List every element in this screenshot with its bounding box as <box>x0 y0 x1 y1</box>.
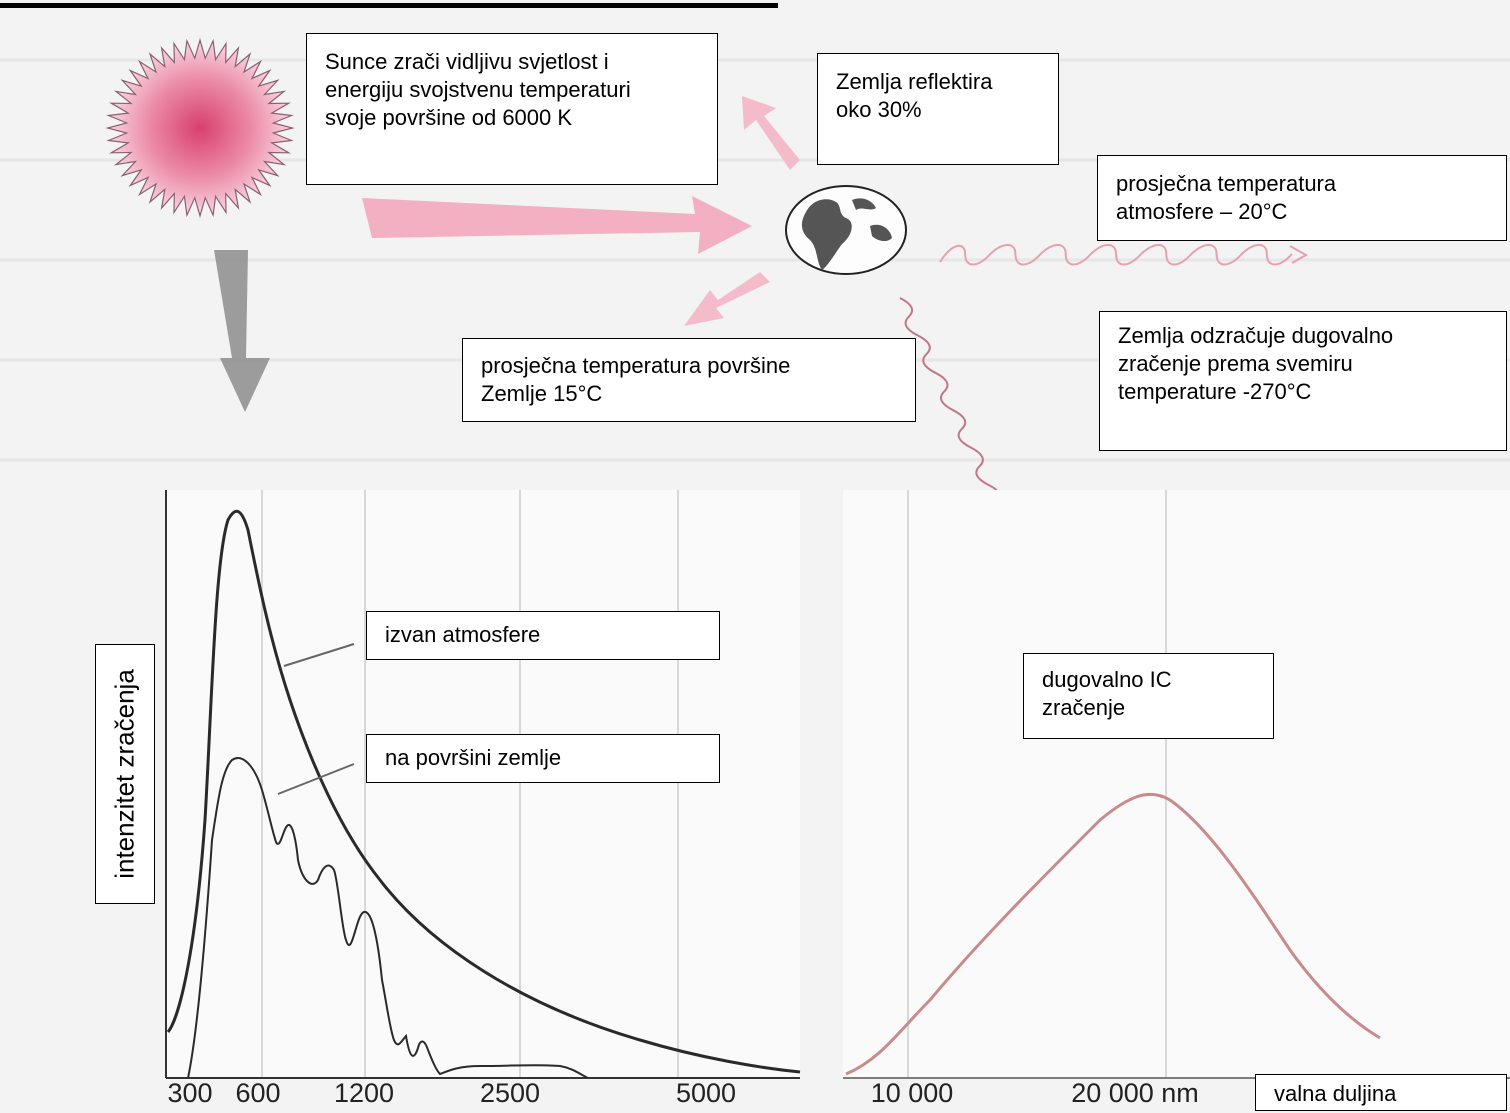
earth-surface-box: na površini zemlje <box>366 734 720 783</box>
curve-earth-surface <box>187 757 589 1079</box>
outgoing-wave-right <box>939 244 1309 266</box>
header-underline <box>0 3 778 8</box>
y-axis-label: intenzitet zračenja <box>109 669 140 879</box>
sun-description-box: Sunce zrači vidljivu svjetlost i energij… <box>306 33 718 185</box>
sun-to-earth-arrow <box>362 196 752 254</box>
longwave-ir-box: dugovalno IC zračenje <box>1023 653 1274 739</box>
reflection-box: Zemlja reflektira oko 30% <box>817 53 1059 165</box>
left-tick-1200: 1200 <box>333 1078 395 1108</box>
left-tick-600: 600 <box>235 1078 281 1108</box>
left-tick-300: 300 <box>167 1078 213 1108</box>
x-axis-label-box: valna duljina <box>1255 1074 1507 1111</box>
outside-atmosphere-box: izvan atmosfere <box>366 611 720 660</box>
left-tick-5000: 5000 <box>675 1078 737 1108</box>
gray-down-arrow <box>214 250 270 412</box>
atmosphere-temperature-box: prosječna temperatura atmosfere – 20°C <box>1097 155 1507 241</box>
right-tick-10000: 10 000 <box>870 1078 954 1108</box>
right-ir-chart <box>843 490 1510 1079</box>
curve-outside-atmosphere <box>166 509 801 1074</box>
surface-arrow <box>684 272 770 326</box>
curve-longwave-ir <box>845 792 1381 1076</box>
leader-earth-surface <box>277 763 355 795</box>
sun-icon <box>105 37 295 219</box>
earth-emission-box: Zemlja odzračuje dugovalno zračenje prem… <box>1099 311 1507 451</box>
surface-temperature-box: prosječna temperatura površine Zemlje 15… <box>462 338 916 422</box>
leader-outside-atmosphere <box>283 643 355 667</box>
reflection-arrow <box>742 96 800 170</box>
left-tick-2500: 2500 <box>479 1078 541 1108</box>
earth-globe-icon <box>785 185 907 275</box>
right-tick-20000: 20 000 nm <box>1071 1078 1199 1108</box>
y-axis-label-box: intenzitet zračenja <box>95 644 155 904</box>
left-spectrum-chart <box>165 490 801 1079</box>
